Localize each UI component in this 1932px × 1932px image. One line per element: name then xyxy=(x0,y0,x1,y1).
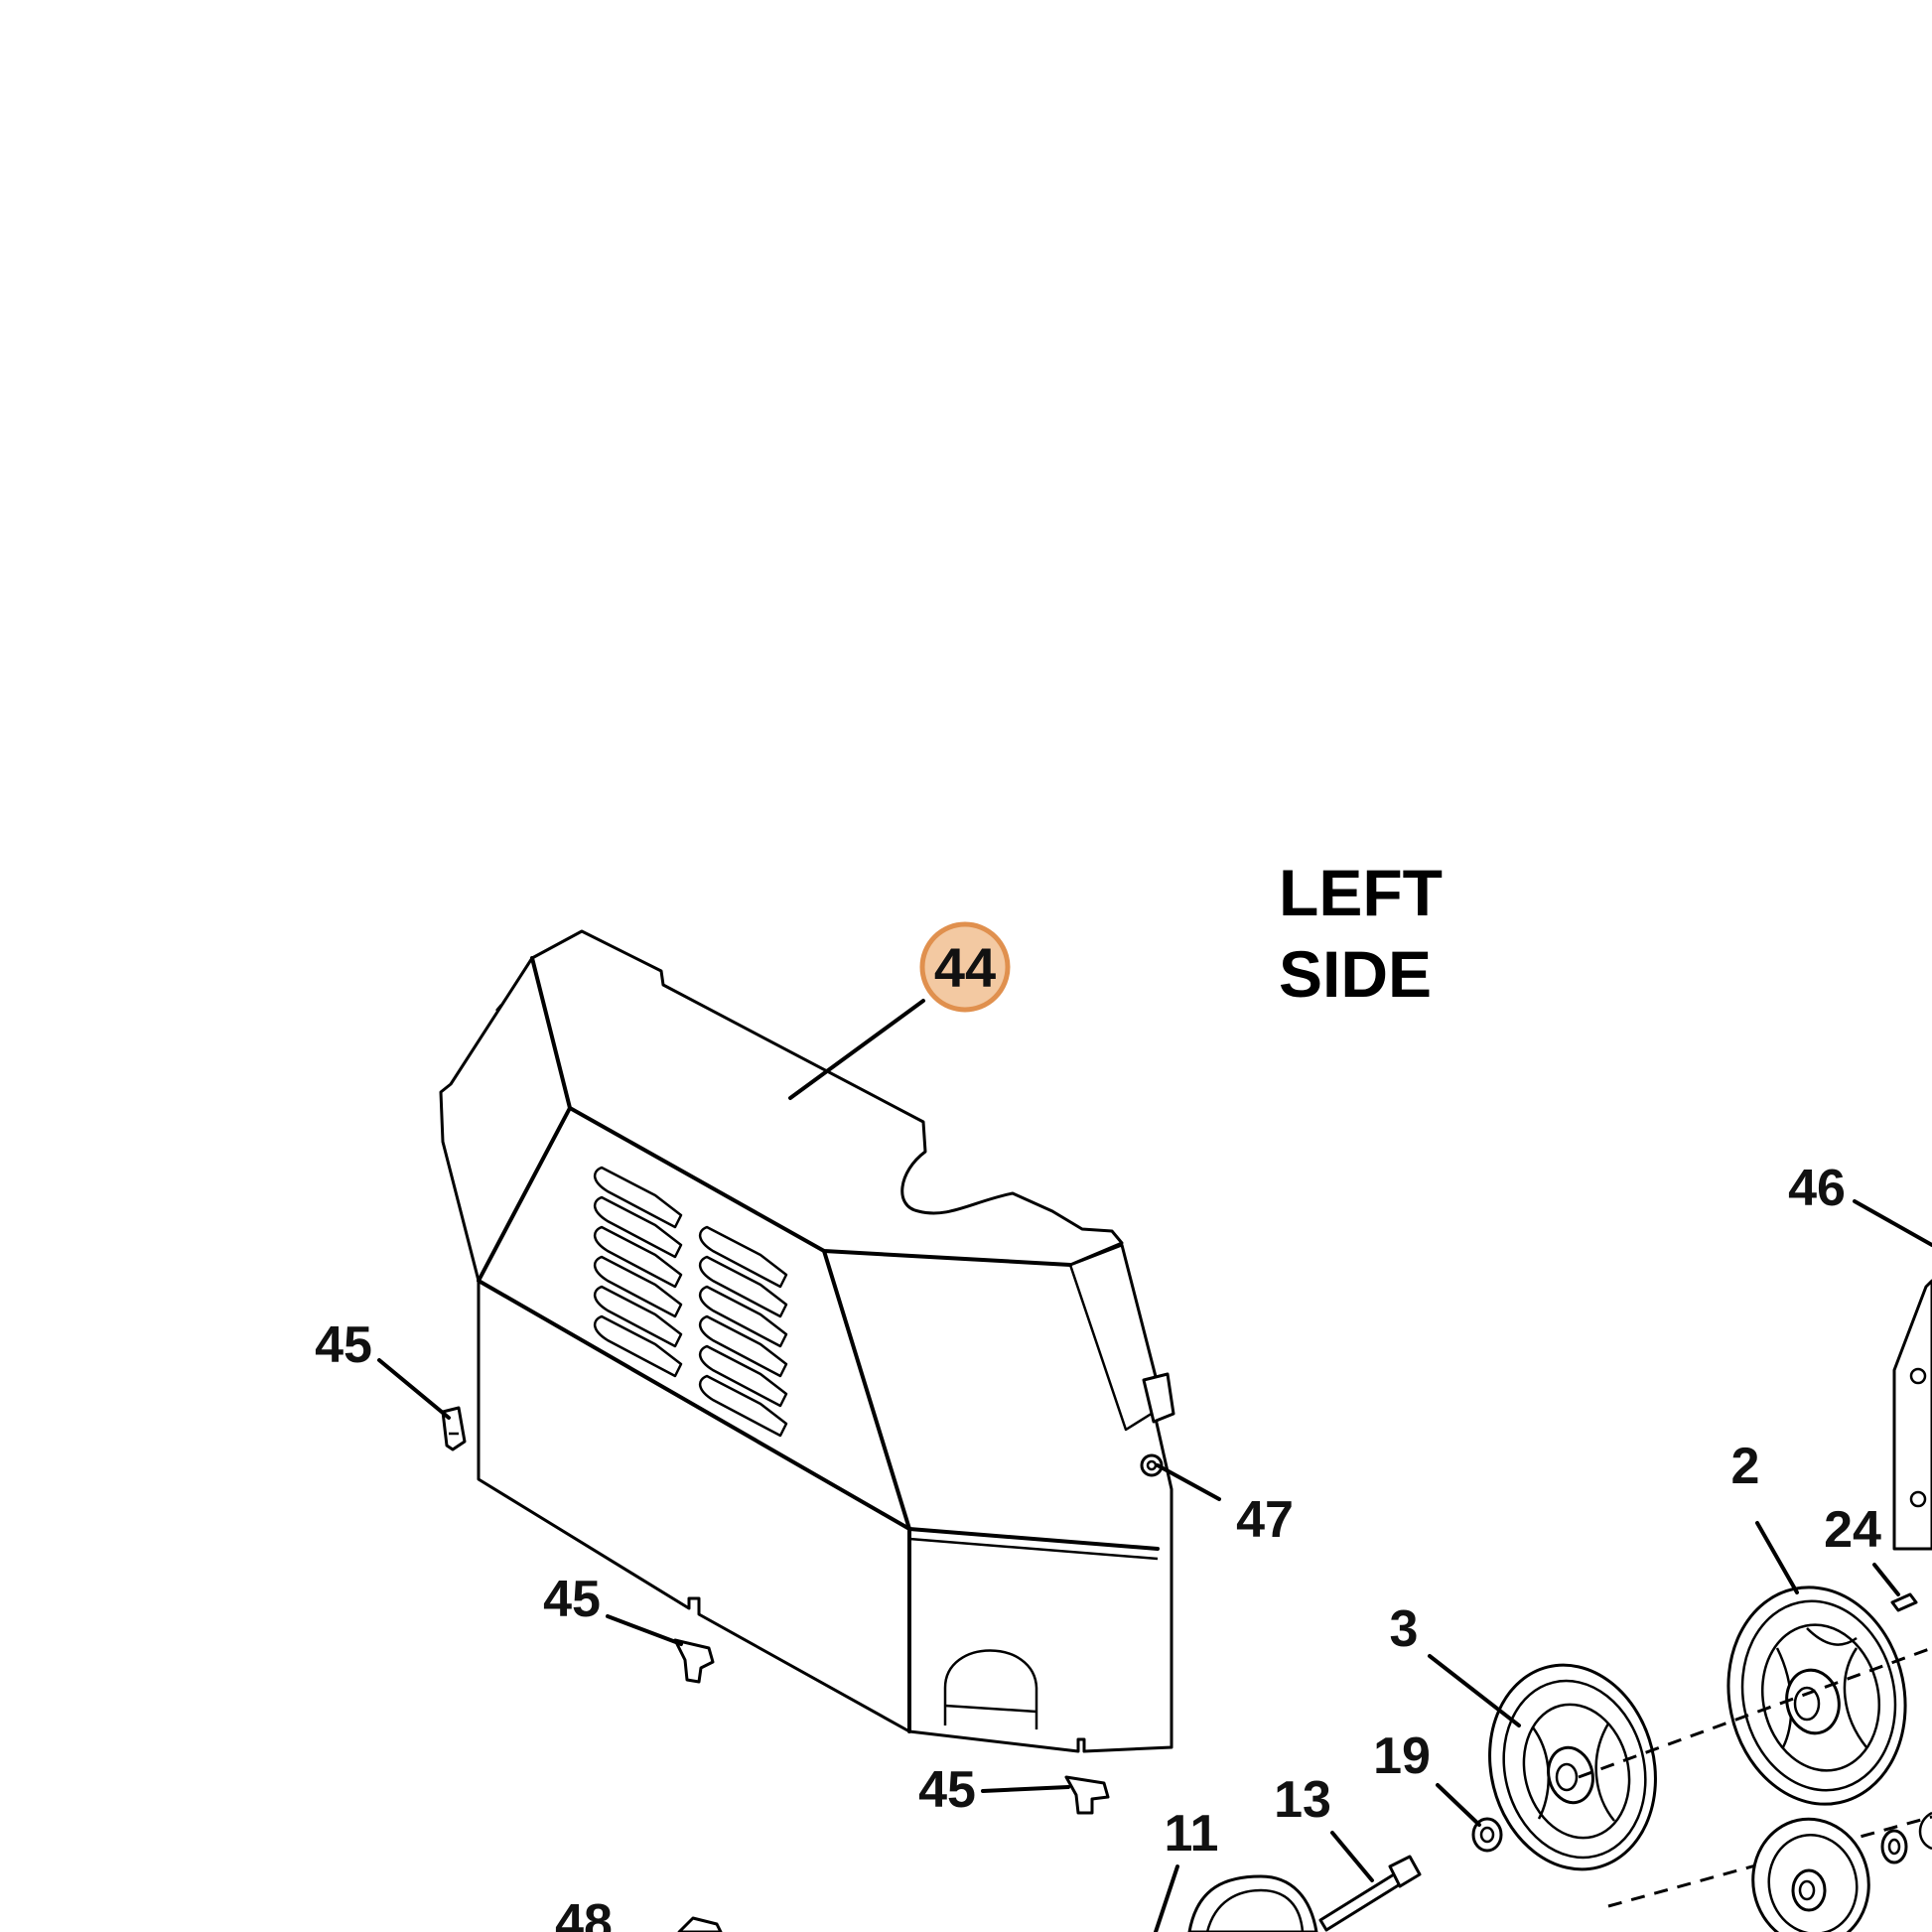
callout-19[interactable]: 19 xyxy=(1373,1727,1431,1785)
pulley-2 xyxy=(1726,1586,1907,1806)
leader-2 xyxy=(1755,1521,1799,1594)
heading-left: LEFT xyxy=(1279,856,1443,929)
callout-24[interactable]: 24 xyxy=(1824,1501,1881,1559)
callout-3[interactable]: 3 xyxy=(1390,1600,1419,1658)
belt-guard-cover xyxy=(439,929,1175,1753)
bracket-46 xyxy=(1892,1279,1932,1551)
callout-47[interactable]: 47 xyxy=(1236,1491,1294,1549)
clip-45-bottom xyxy=(1064,1775,1110,1815)
callout-2[interactable]: 2 xyxy=(1731,1438,1760,1495)
callout-45-bottom[interactable]: 45 xyxy=(918,1761,976,1819)
leader-45-left xyxy=(377,1358,451,1420)
callout-44[interactable]: 44 xyxy=(934,936,996,999)
heading-side: SIDE xyxy=(1279,937,1432,1011)
leader-19 xyxy=(1436,1783,1481,1827)
pulley-11 xyxy=(1187,1874,1318,1932)
leader-47 xyxy=(1156,1463,1221,1501)
callout-46[interactable]: 46 xyxy=(1788,1160,1846,1217)
louver-group-right xyxy=(699,1225,788,1438)
nut-19 xyxy=(1471,1817,1503,1853)
key-24 xyxy=(1890,1592,1918,1612)
bolt-13 xyxy=(1318,1855,1422,1932)
callout-45-left[interactable]: 45 xyxy=(315,1316,372,1374)
bracket-48 xyxy=(677,1916,723,1932)
callout-45-middle[interactable]: 45 xyxy=(543,1571,601,1628)
assembly-axis-upper xyxy=(1578,1646,1932,1779)
leader-3 xyxy=(1428,1654,1521,1727)
leader-44 xyxy=(788,999,925,1100)
leader-45-bottom xyxy=(981,1785,1070,1793)
pulley-lower-right xyxy=(1751,1817,1870,1932)
leader-46 xyxy=(1853,1199,1932,1247)
clip-45-middle xyxy=(673,1638,715,1684)
callout-11[interactable]: 11 xyxy=(1165,1805,1219,1863)
washer-lower-right xyxy=(1880,1811,1932,1864)
callout-44-highlight[interactable] xyxy=(919,921,1011,1013)
leader-24 xyxy=(1872,1563,1900,1596)
callout-13[interactable]: 13 xyxy=(1274,1771,1331,1829)
leader-13 xyxy=(1330,1831,1374,1882)
leader-45-middle xyxy=(606,1614,683,1646)
pulley-3 xyxy=(1488,1663,1657,1871)
callout-48[interactable]: 48 xyxy=(555,1894,613,1932)
leader-11 xyxy=(1154,1864,1179,1932)
louver-group-left xyxy=(594,1166,683,1378)
